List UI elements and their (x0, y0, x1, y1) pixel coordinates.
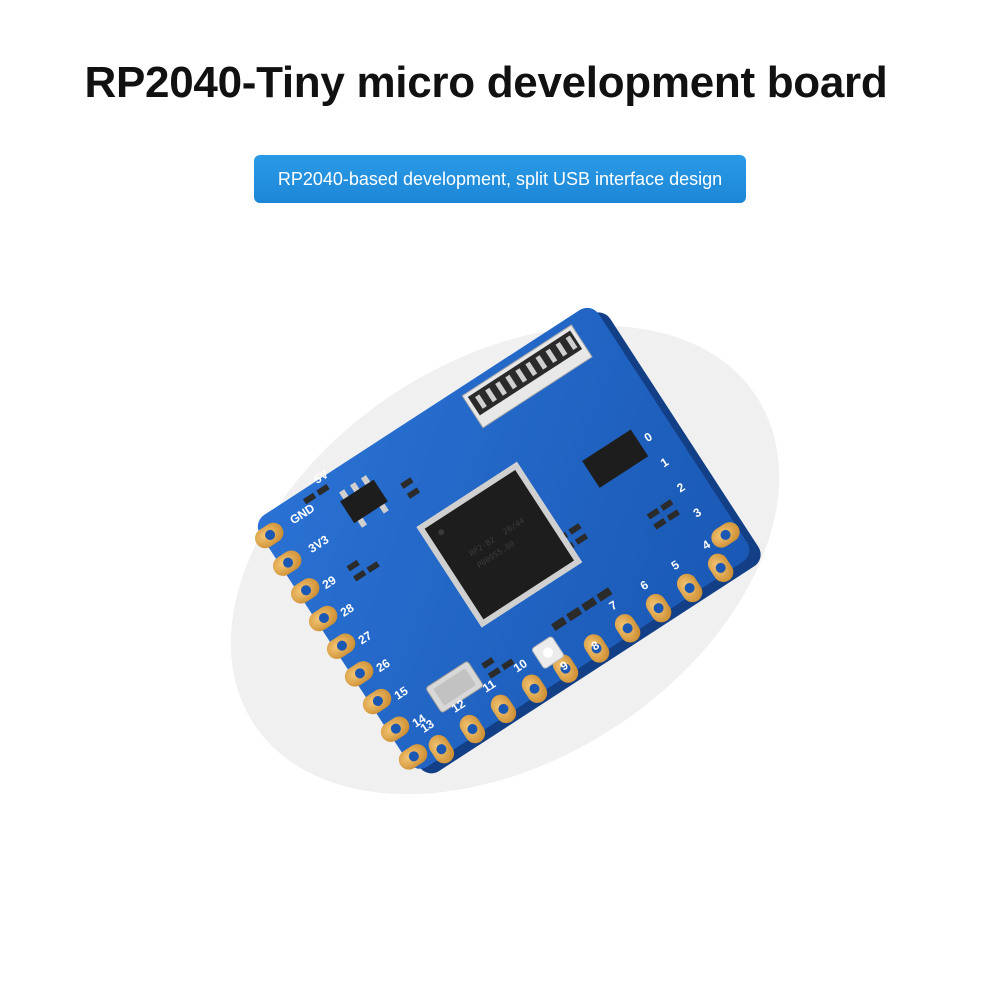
flash-chip (582, 429, 649, 488)
right-pad (711, 522, 740, 548)
rp2040-chip: RP2-B2 20/44 P00955.00 (416, 461, 583, 628)
rgb-led (532, 636, 564, 669)
bottom-pad-row (428, 553, 734, 764)
page-title: RP2040-Tiny micro development board (84, 58, 888, 107)
voltage-regulator (339, 475, 389, 528)
left-pad-column (255, 522, 428, 770)
usb-fpc-connector (461, 324, 593, 429)
label-5v: 5V (311, 467, 331, 487)
subtitle-banner: RP2040-based development, split USB inte… (254, 155, 746, 203)
